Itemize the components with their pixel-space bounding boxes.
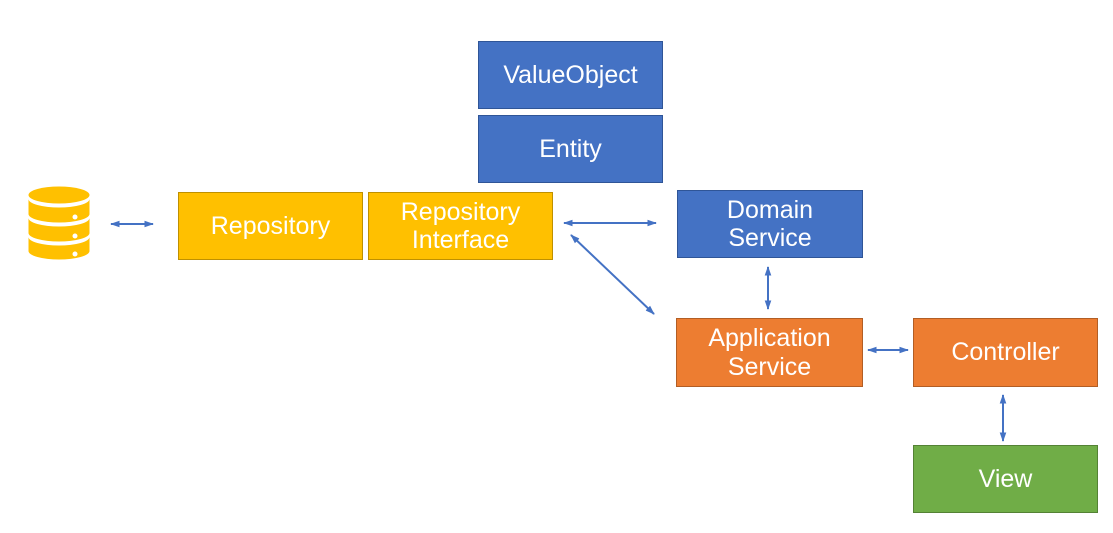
box-controller-label: Controller	[951, 338, 1060, 367]
box-value-object: ValueObject	[478, 41, 663, 109]
box-domain-service: Domain Service	[677, 190, 863, 258]
database-icon	[28, 186, 90, 260]
box-controller: Controller	[913, 318, 1098, 387]
box-application-service-label: Application Service	[708, 324, 831, 381]
box-repository-label: Repository	[210, 211, 331, 240]
box-view-label: View	[978, 464, 1033, 493]
box-value-object-label: ValueObject	[503, 60, 638, 89]
box-repository-interface: Repository Interface	[368, 192, 553, 260]
box-domain-service-label: Domain Service	[726, 195, 814, 253]
box-repository: Repository	[178, 192, 363, 260]
box-application-service: Application Service	[676, 318, 863, 387]
box-view: View	[913, 445, 1098, 513]
box-repository-interface-label: Repository Interface	[400, 197, 521, 255]
connector-repository-interface-application-service	[570, 234, 655, 315]
box-entity-label: Entity	[539, 134, 602, 163]
box-entity: Entity	[478, 115, 663, 183]
